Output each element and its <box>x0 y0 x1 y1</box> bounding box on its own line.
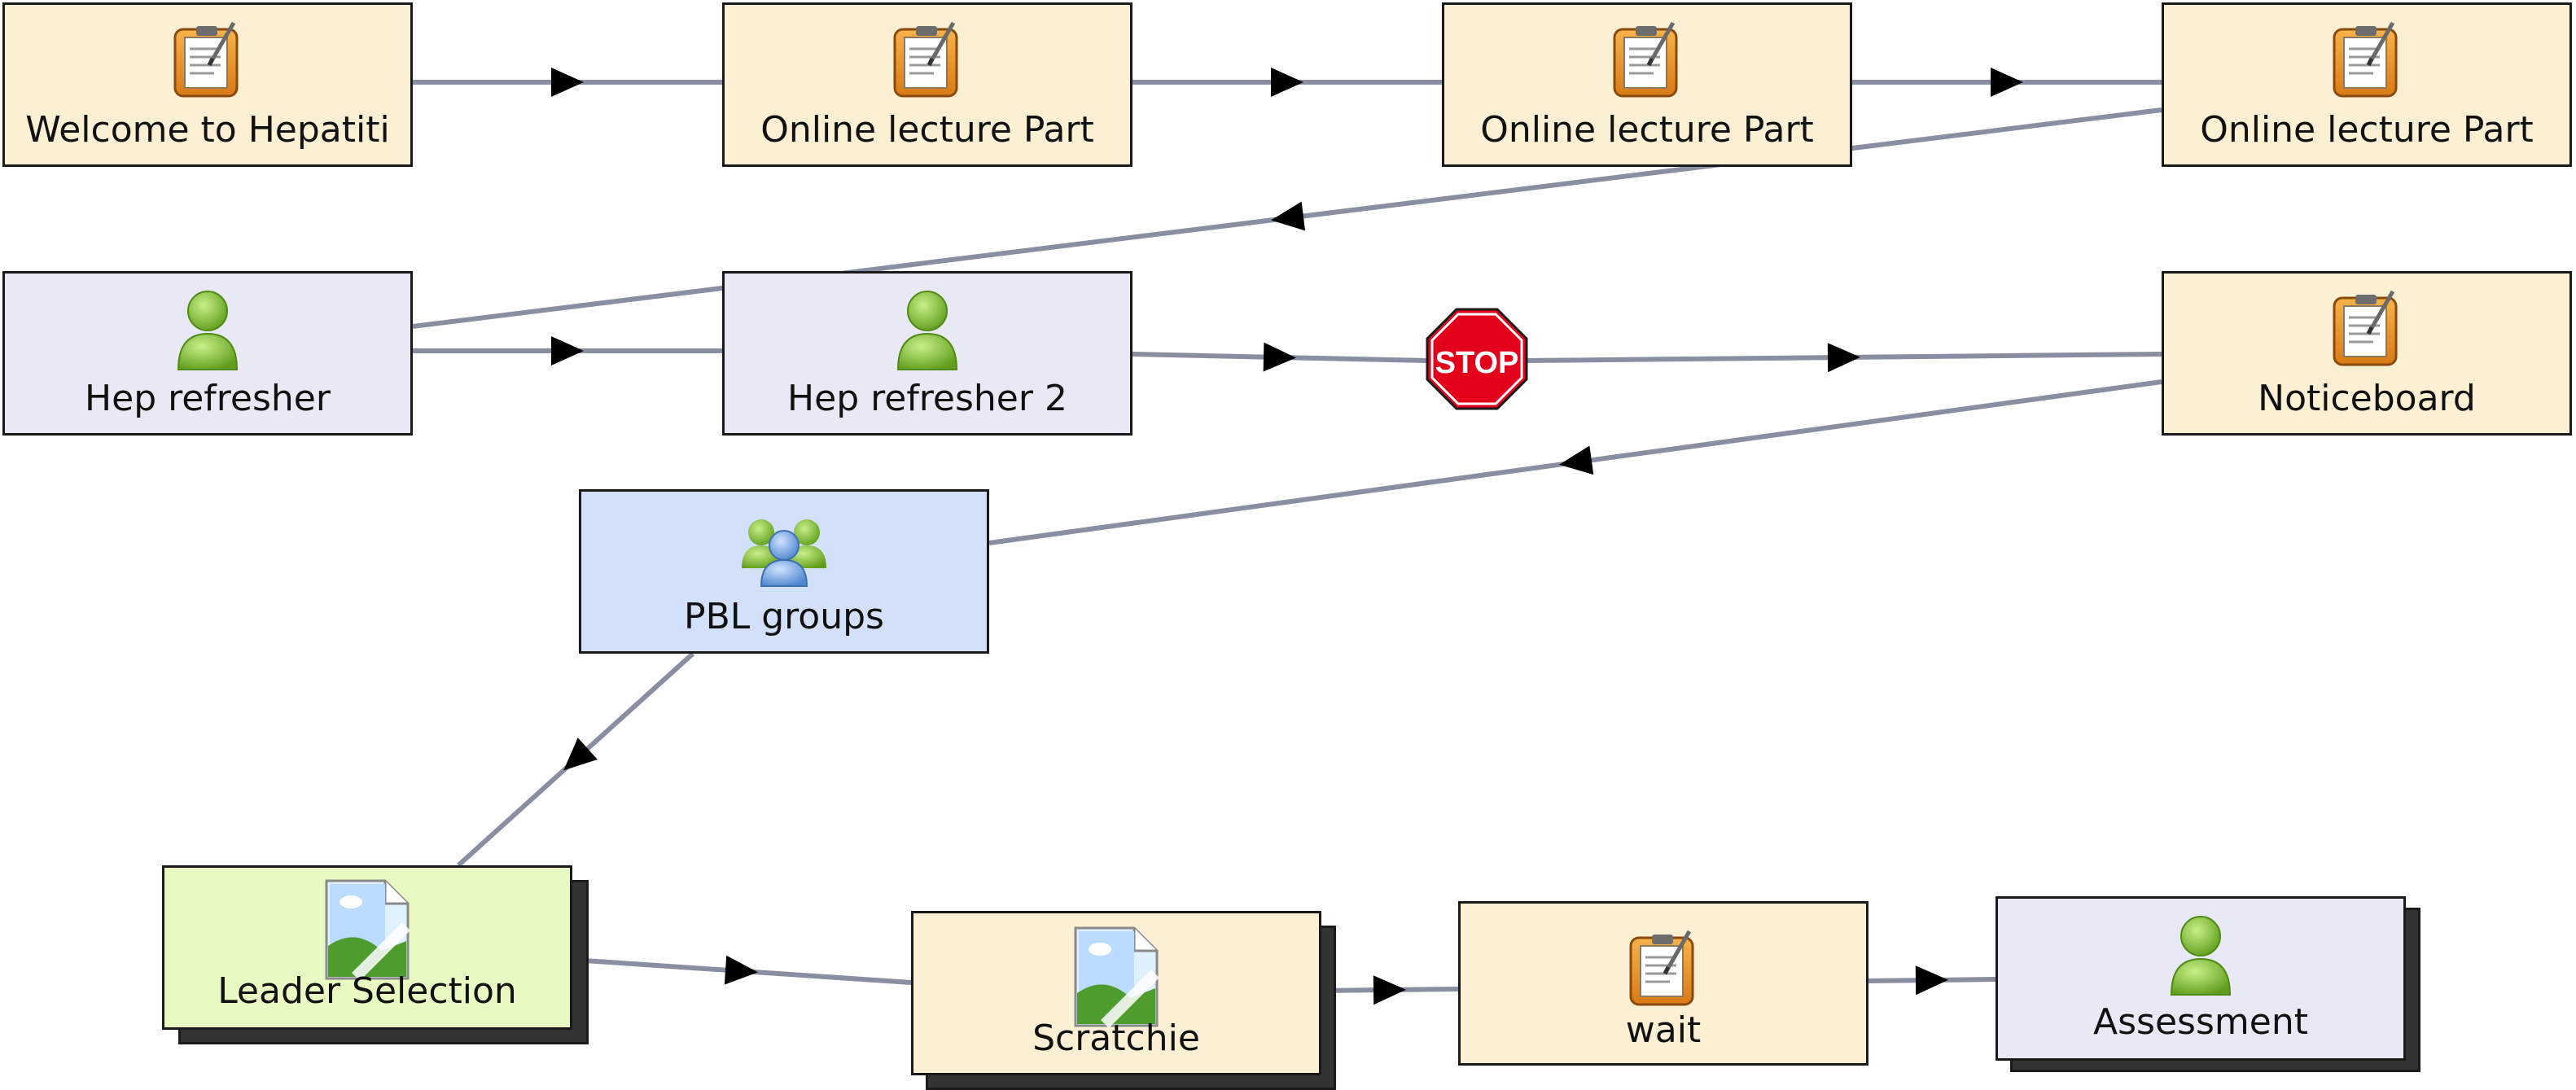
stop-label: STOP <box>1435 346 1519 380</box>
arrowhead-stop-to-notice <box>1827 343 1860 373</box>
activity-node-lecture-1[interactable]: Online lecture Part <box>722 2 1132 167</box>
activity-label: Assessment <box>2093 1001 2308 1043</box>
activity-label: Online lecture Part <box>760 109 1094 151</box>
notebook-icon <box>1629 928 1698 1009</box>
activity-label: Noticeboard <box>2258 378 2476 419</box>
activity-node-hep-refresher-2[interactable]: Hep refresher 2 <box>722 271 1132 436</box>
activity-label: PBL groups <box>684 596 884 637</box>
image-file-icon <box>323 878 411 985</box>
stop-gate[interactable]: STOP <box>1426 308 1528 410</box>
arrowheads-layer <box>551 68 2023 1005</box>
activity-label: wait <box>1625 1009 1702 1051</box>
arrowhead-hep1-to-hep2 <box>551 336 584 366</box>
arrowhead-hep2-to-stop <box>1263 342 1296 372</box>
activity-label: Leader Selection <box>217 970 517 1012</box>
notebook-icon <box>893 20 962 101</box>
activity-label: Online lecture Part <box>1480 109 1814 151</box>
person-icon <box>2166 913 2235 1001</box>
activity-node-noticeboard[interactable]: Noticeboard <box>2162 271 2572 436</box>
group-icon <box>740 510 828 591</box>
person-icon <box>893 288 962 376</box>
arrowhead-lecture2-to-lecture3 <box>1991 68 2023 97</box>
activity-node-lecture-2[interactable]: Online lecture Part <box>1442 2 1852 167</box>
arrowhead-wait-to-assessment <box>1915 965 1948 996</box>
stop-sign-inner-border <box>1430 313 1523 405</box>
notebook-icon <box>2333 288 2401 370</box>
image-file-icon <box>1072 925 1160 1032</box>
notebook-icon <box>1613 20 1681 101</box>
activity-node-pbl-groups[interactable]: PBL groups <box>579 489 989 654</box>
arrowhead-pbl-to-leader <box>563 738 598 771</box>
activity-label: Online lecture Part <box>2200 109 2534 151</box>
activity-node-lecture-3[interactable]: Online lecture Part <box>2162 2 2572 167</box>
arrowhead-welcome-to-lecture1 <box>551 68 584 97</box>
arrowhead-lecture3-to-hep1 <box>1271 201 1306 231</box>
activity-label: Hep refresher <box>85 378 331 419</box>
notebook-icon <box>2333 20 2401 101</box>
arrowhead-scratchie-to-wait <box>1373 975 1406 1005</box>
activity-label: Welcome to Hepatiti <box>25 109 390 151</box>
arrowhead-lecture1-to-lecture2 <box>1271 68 1303 97</box>
arrowhead-leader-to-scratchie <box>724 955 758 985</box>
activity-node-scratchie[interactable]: Scratchie <box>911 911 1321 1075</box>
activity-node-leader-selection[interactable]: Leader Selection <box>162 865 572 1030</box>
activity-node-assessment[interactable]: Assessment <box>1996 896 2406 1061</box>
stop-sign-icon <box>1426 308 1528 410</box>
activity-label: Hep refresher 2 <box>787 378 1067 419</box>
activity-node-wait[interactable]: wait <box>1458 901 1868 1066</box>
activity-node-hep-refresher[interactable]: Hep refresher <box>2 271 413 436</box>
notebook-icon <box>173 20 242 101</box>
activity-node-welcome[interactable]: Welcome to Hepatiti <box>2 2 413 167</box>
activity-label: Scratchie <box>1032 1018 1200 1059</box>
person-icon <box>173 288 242 376</box>
arrowhead-notice-to-pbl <box>1559 445 1594 475</box>
